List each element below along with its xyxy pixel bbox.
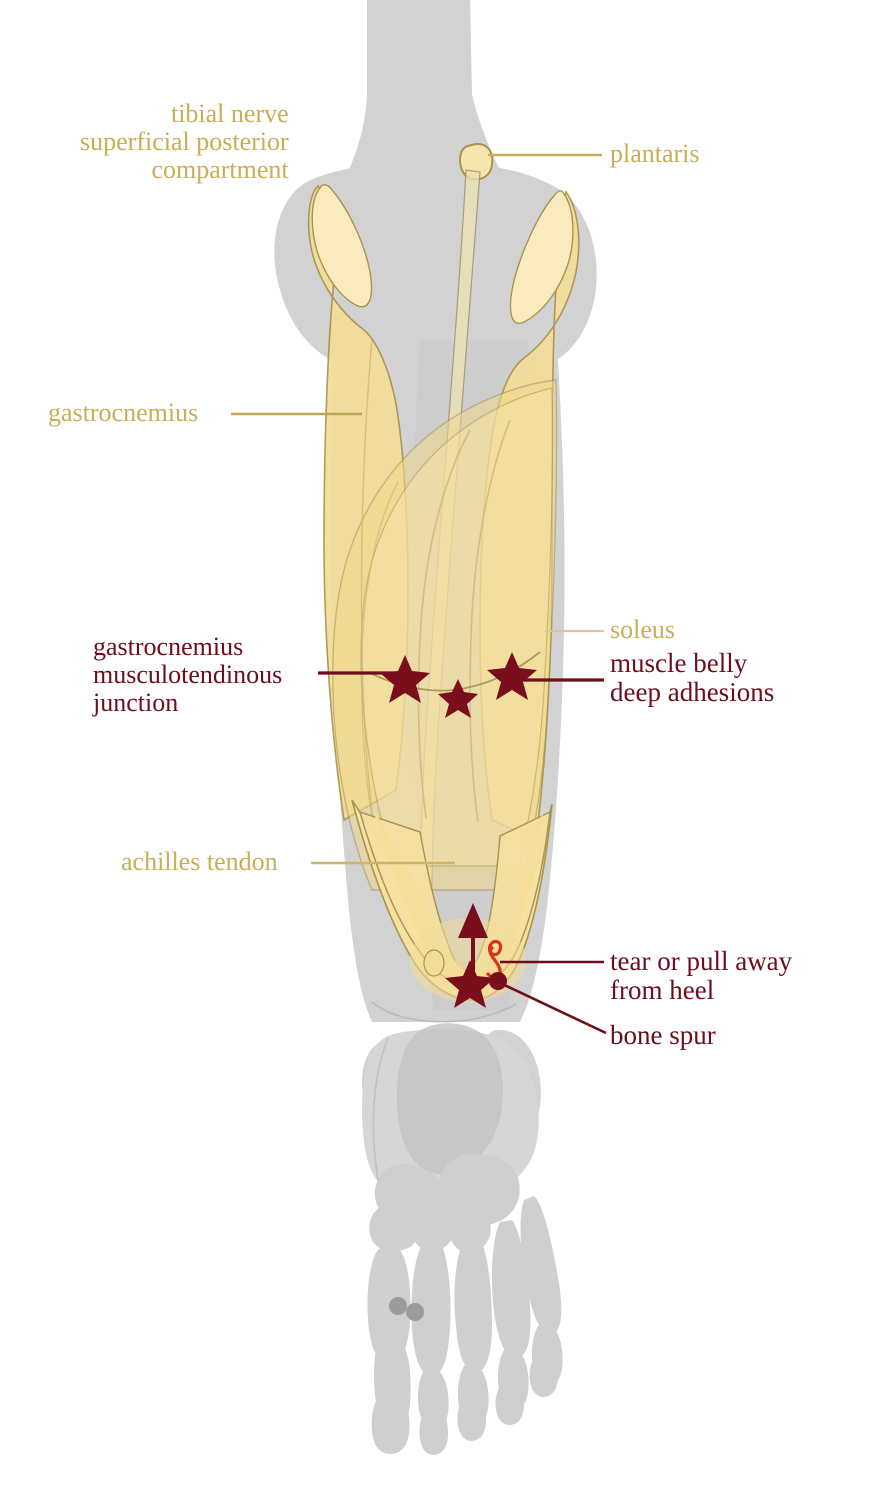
pathology-markers-group [380, 652, 537, 1008]
gastroc-medial-striation [360, 339, 381, 863]
metatarsal-5 [520, 1196, 562, 1335]
pull-direction-arrow [458, 903, 488, 978]
cuneiform-middle [410, 1201, 455, 1251]
soleus-striation-1 [417, 429, 471, 819]
phalanx-dist-4 [495, 1377, 525, 1425]
sesamoid-bone-medial [389, 1297, 407, 1315]
star-gastroc-mtj-left [380, 655, 430, 703]
metatarsal-1 [367, 1248, 411, 1365]
bone-spur-dot [489, 972, 507, 990]
star-achilles-insertion [445, 960, 495, 1008]
label-gastrocnemius: gastrocnemius [48, 398, 199, 427]
phalanx-dist-5 [529, 1349, 559, 1397]
phalanx-dist-1 [371, 1390, 410, 1455]
leader-line-bone-spur [497, 980, 607, 1035]
label-achilles-tendon: achilles tendon [121, 847, 278, 876]
label-soleus: soleus [610, 615, 675, 644]
label-plantaris: plantaris [610, 139, 700, 168]
phalanx-dist-3 [457, 1391, 487, 1441]
cuneiform-medial [369, 1203, 420, 1252]
star-muscle-belly-right [487, 652, 537, 700]
star-mid [438, 679, 478, 718]
label-tear-or-pull-away-from-heel: tear or pull away from heel [610, 946, 793, 1006]
cuneiform-lateral [448, 1202, 491, 1253]
label-bone-spur: bone spur [610, 1020, 716, 1050]
gastroc-medial-head-highlight [311, 184, 373, 308]
soleus-striation-2 [469, 419, 511, 823]
soleus-superficial-sheet [360, 387, 554, 867]
label-muscle-belly-deep-adhesions: muscle belly deep adhesions [610, 648, 775, 708]
metatarsal-3 [454, 1240, 492, 1373]
heel-contour-line [371, 1001, 517, 1023]
gastroc-lateral-head-highlight [509, 190, 574, 325]
ankle-contour-line [372, 1037, 389, 1181]
talus-bone [396, 1023, 504, 1175]
sesamoid-bone-lateral [406, 1303, 424, 1321]
label-gastrocnemius-musculotendinous-junction: gastrocnemius musculotendinous junction [93, 632, 283, 718]
metatarsal-2 [411, 1242, 451, 1377]
achilles-medial-ossicle [423, 949, 445, 977]
label-tibial-nerve: tibial nerve superficial posterior compa… [80, 99, 289, 185]
phalanx-dist-2 [419, 1404, 449, 1455]
metatarsal-4 [492, 1220, 531, 1358]
